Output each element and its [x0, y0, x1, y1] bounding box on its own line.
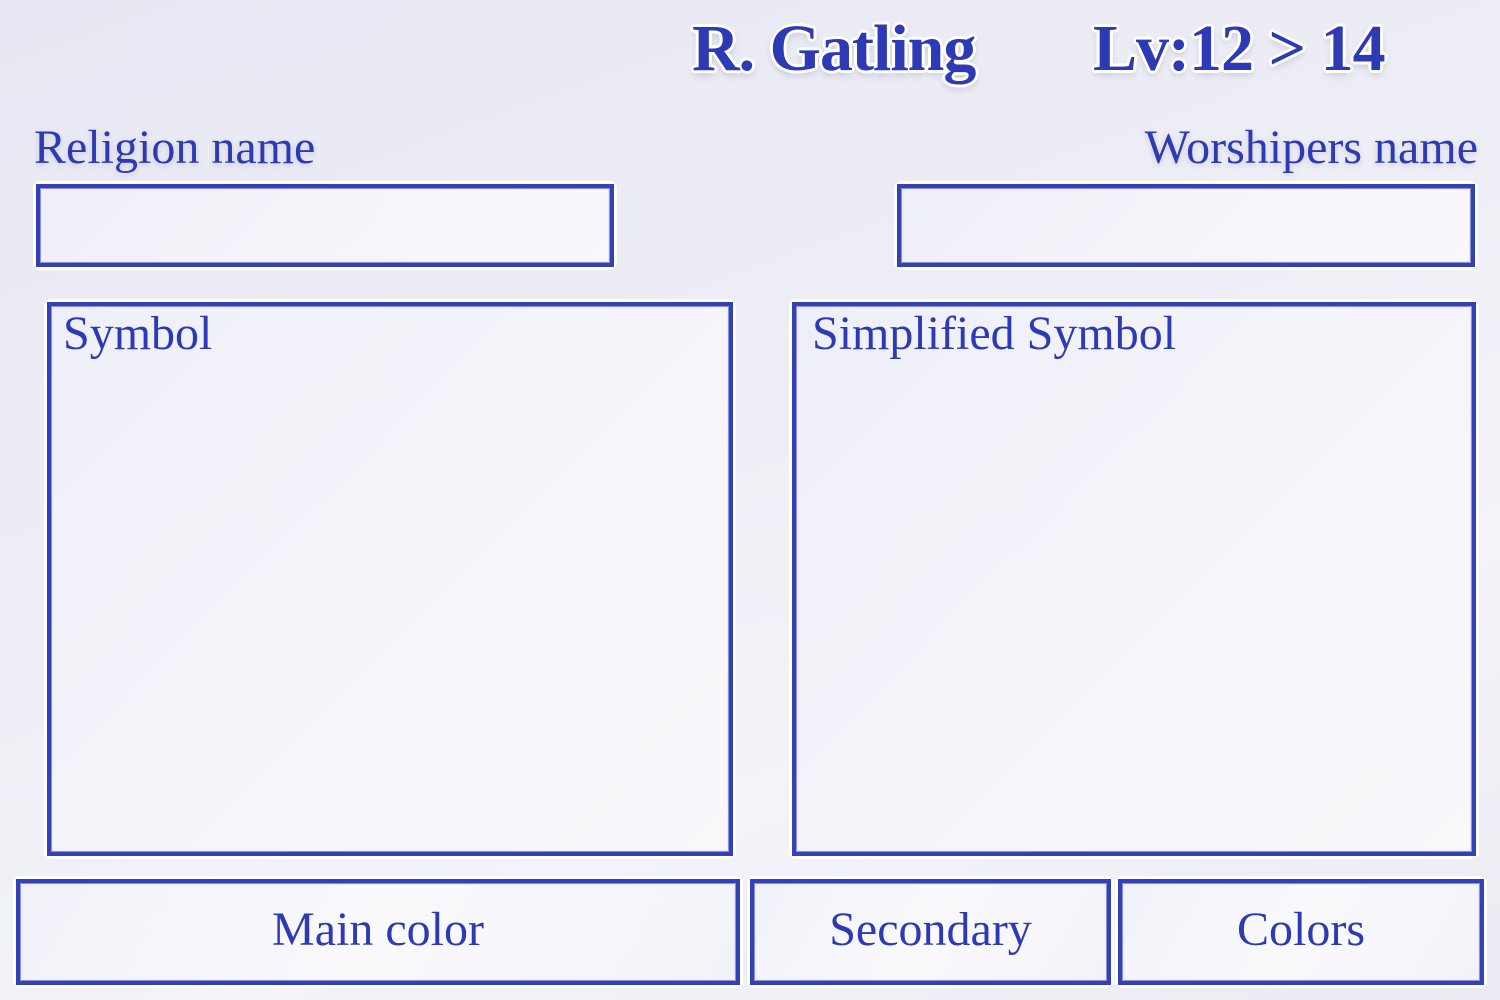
- worshipers-name-label: Worshipers name: [1144, 121, 1478, 174]
- worshipers-name-field-frame: [894, 181, 1478, 270]
- character-name: R. Gatling: [692, 12, 976, 85]
- worshipers-name-field-border: [897, 184, 1475, 267]
- religion-name-field-frame: [33, 181, 617, 270]
- simplified-symbol-panel: Simplified Symbol: [789, 299, 1479, 859]
- worshipers-name-input[interactable]: [901, 188, 1471, 263]
- main-color-button-label: Main color: [272, 903, 484, 956]
- simplified-symbol-canvas[interactable]: [796, 306, 1472, 852]
- simplified-symbol-panel-border: Simplified Symbol: [792, 302, 1476, 856]
- religion-name-field-border: [36, 184, 614, 267]
- symbol-panel: Symbol: [44, 299, 736, 859]
- symbol-panel-border: Symbol: [47, 302, 733, 856]
- colors-button-label: Colors: [1236, 903, 1365, 956]
- secondary-button-frame: Secondary: [747, 876, 1114, 988]
- symbol-panel-title: Symbol: [63, 307, 213, 360]
- level-indicator: Lv:12 > 14: [1093, 12, 1386, 85]
- main-color-button[interactable]: Main color: [16, 879, 740, 985]
- colors-button-frame: Colors: [1115, 876, 1487, 988]
- religion-name-input[interactable]: [40, 188, 610, 263]
- main-color-button-frame: Main color: [13, 876, 743, 988]
- colors-button[interactable]: Colors: [1118, 879, 1484, 985]
- secondary-color-button[interactable]: Secondary: [750, 879, 1111, 985]
- simplified-symbol-panel-title: Simplified Symbol: [812, 307, 1177, 360]
- symbol-canvas[interactable]: [51, 306, 729, 852]
- religion-name-label: Religion name: [34, 121, 316, 174]
- secondary-button-label: Secondary: [829, 903, 1032, 956]
